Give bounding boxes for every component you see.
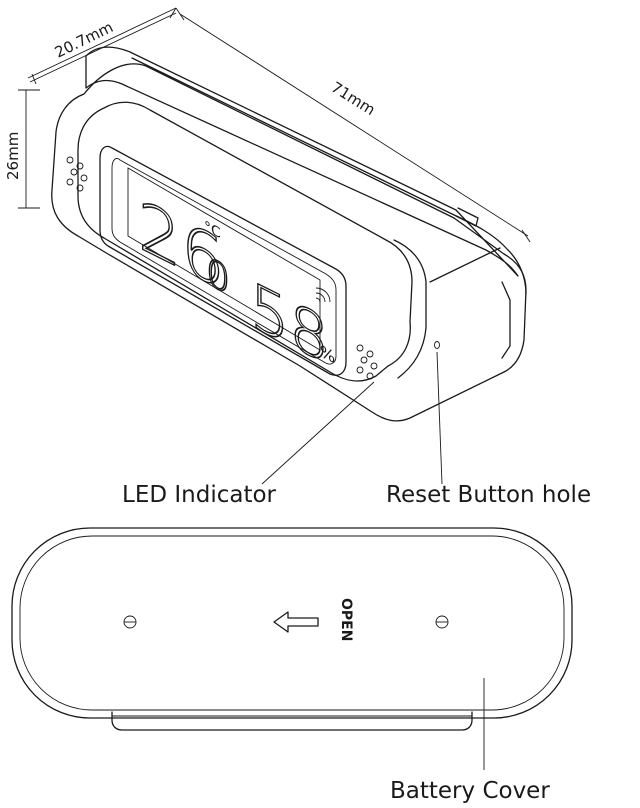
callout-reset: Reset Button hole — [386, 351, 591, 508]
reset-button-hole — [434, 341, 440, 349]
open-label: OPEN — [338, 598, 354, 641]
signal-icon — [315, 287, 331, 303]
callout-battery: Battery Cover — [390, 678, 550, 804]
led-indicator-label: LED Indicator — [122, 482, 277, 508]
dimension-height: 26mm — [4, 89, 40, 209]
speaker-grille-right — [356, 344, 378, 380]
humidity-value: 58 — [250, 267, 329, 379]
height-label: 26mm — [4, 132, 22, 180]
arrow-left-icon — [273, 611, 319, 633]
speaker-grille-left — [66, 156, 88, 192]
depth-label: 20.7mm — [52, 18, 116, 62]
clock-front-view: 26 0 °C 58 % — [51, 46, 527, 422]
clock-back-view: OPEN — [11, 527, 573, 731]
reset-button-hole-label: Reset Button hole — [386, 482, 591, 508]
callout-led: LED Indicator — [122, 381, 375, 508]
humidity-unit: % — [320, 342, 335, 368]
dimension-depth: 20.7mm — [27, 7, 177, 85]
battery-cover-label: Battery Cover — [390, 778, 550, 804]
lcd-readout: 26 0 °C 58 % — [137, 184, 335, 380]
battery-cover: OPEN — [123, 598, 449, 641]
dimension-length: 71mm — [175, 7, 531, 243]
